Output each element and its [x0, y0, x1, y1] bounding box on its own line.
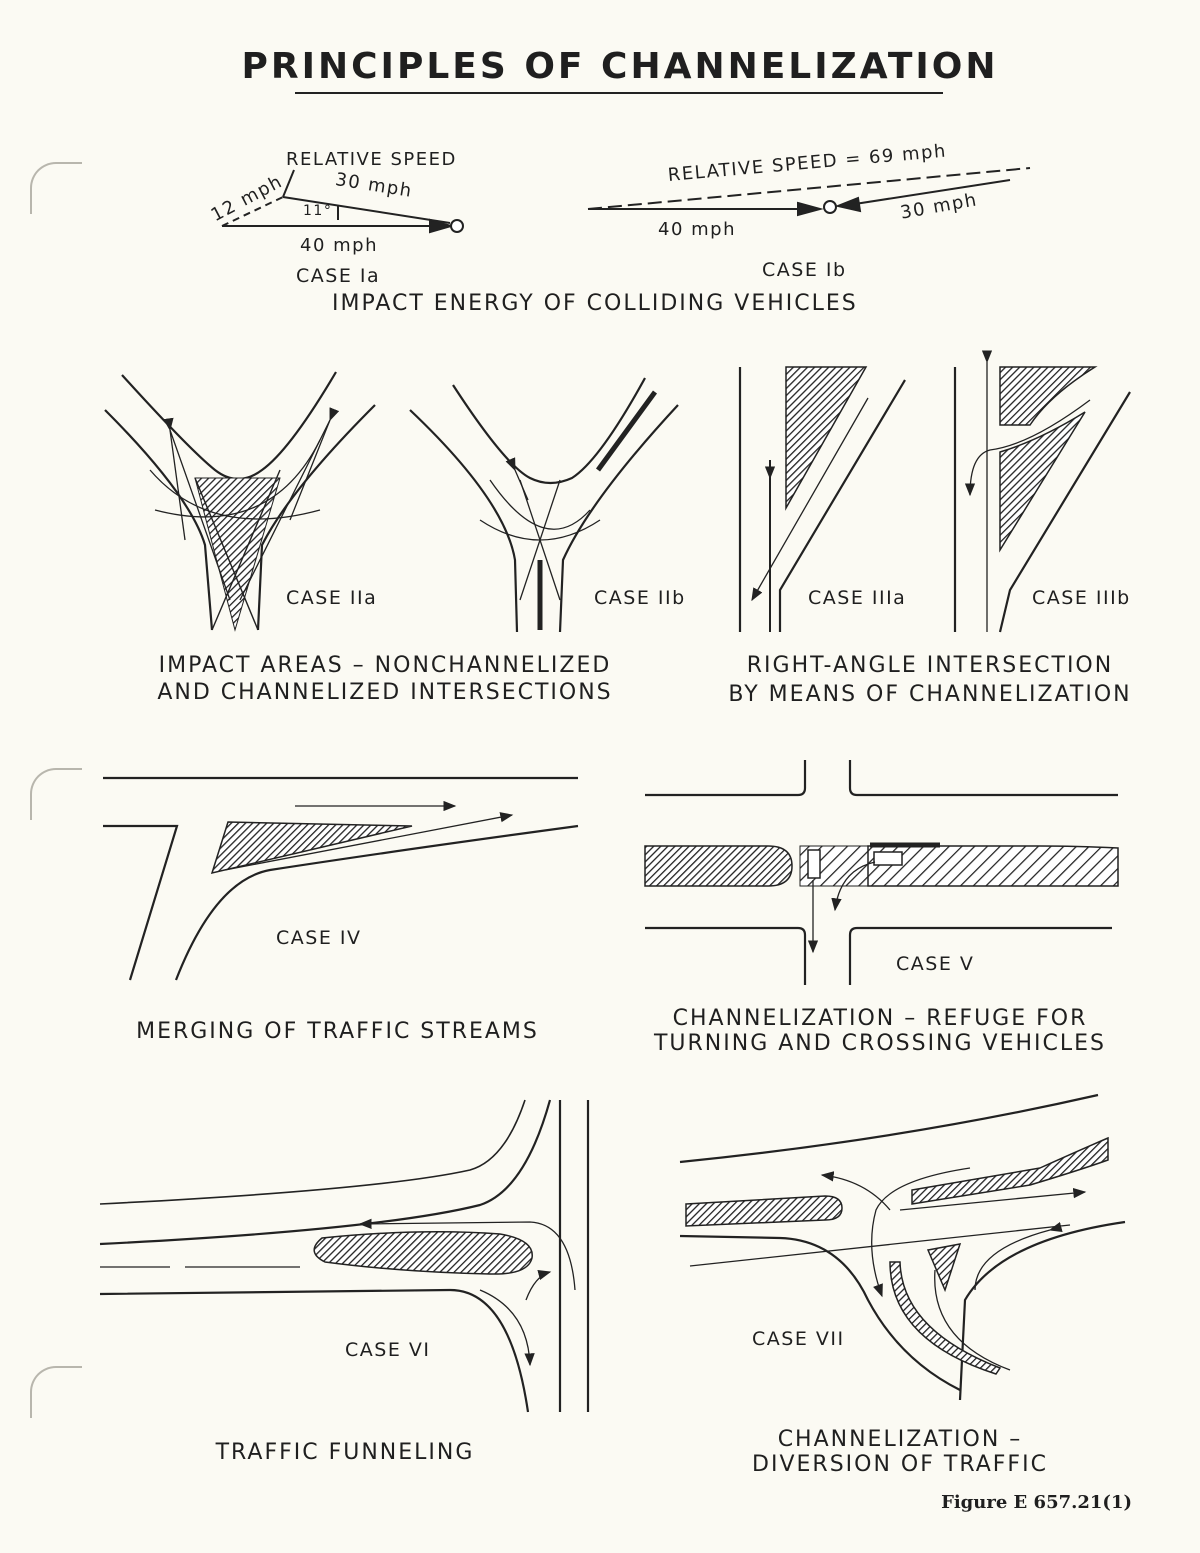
- case-iii-heading-line-1: RIGHT-ANGLE INTERSECTION: [746, 653, 1114, 678]
- case-iiib-channelized-right-angle: [953, 350, 1131, 633]
- case-i-heading: IMPACT ENERGY OF COLLIDING VEHICLES: [332, 291, 858, 316]
- case-vii-label: CASE VII: [752, 1328, 845, 1350]
- case-vii-heading-line-1: CHANNELIZATION –: [777, 1427, 1023, 1452]
- case-v-heading-line-2: TURNING AND CROSSING VEHICLES: [653, 1031, 1107, 1056]
- case-ia-vector-diagram: [221, 169, 464, 234]
- punch-hole-top: [30, 162, 82, 214]
- case-iia-nonchannelized-intersection: [104, 371, 376, 632]
- case-iiib-label: CASE IIIb: [1032, 587, 1131, 609]
- case-vi-traffic-funneling: [99, 1099, 590, 1413]
- case-ib-label: CASE Ib: [762, 259, 847, 281]
- case-iv-merging-streams: [103, 776, 579, 981]
- case-vii-heading-line-2: DIVERSION OF TRAFFIC: [752, 1452, 1048, 1477]
- case-vii-diversion: [679, 1093, 1126, 1401]
- case-ii-heading-line-1: IMPACT AREAS – NONCHANNELIZED: [158, 653, 612, 678]
- case-iia-label: CASE IIa: [286, 587, 378, 609]
- case-ii-heading-line-2: AND CHANNELIZED INTERSECTIONS: [157, 680, 613, 705]
- case-iii-heading-line-2: BY MEANS OF CHANNELIZATION: [728, 682, 1132, 707]
- case-ia-angle-label: 11°: [303, 203, 333, 219]
- punch-hole-bottom: [30, 1366, 82, 1418]
- case-ib-40mph-label: 40 mph: [658, 219, 736, 240]
- page-title: PRINCIPLES OF CHANNELIZATION: [241, 46, 999, 87]
- case-vi-label: CASE VI: [345, 1339, 431, 1361]
- figure-number: Figure E 657.21(1): [941, 1492, 1132, 1513]
- case-ia-40mph-label: 40 mph: [300, 235, 378, 256]
- case-v-heading-line-1: CHANNELIZATION – REFUGE FOR: [672, 1006, 1088, 1031]
- case-ib-vector-diagram: [587, 167, 1031, 217]
- case-ia-relative-speed-label: RELATIVE SPEED: [286, 149, 457, 170]
- case-iiia-channelized-right-angle: [738, 366, 906, 632]
- case-iv-heading: MERGING OF TRAFFIC STREAMS: [136, 1019, 539, 1044]
- title-underline: [295, 92, 943, 94]
- case-v-label: CASE V: [896, 953, 975, 975]
- case-iib-channelized-intersection: [409, 377, 679, 633]
- case-iib-label: CASE IIb: [594, 587, 686, 609]
- case-ia-label: CASE Ia: [296, 265, 381, 287]
- case-iv-label: CASE IV: [276, 927, 362, 949]
- punch-hole-middle: [30, 768, 82, 820]
- case-vi-heading: TRAFFIC FUNNELING: [215, 1440, 475, 1465]
- case-iiia-label: CASE IIIa: [808, 587, 907, 609]
- case-v-refuge-channelization: [644, 760, 1119, 985]
